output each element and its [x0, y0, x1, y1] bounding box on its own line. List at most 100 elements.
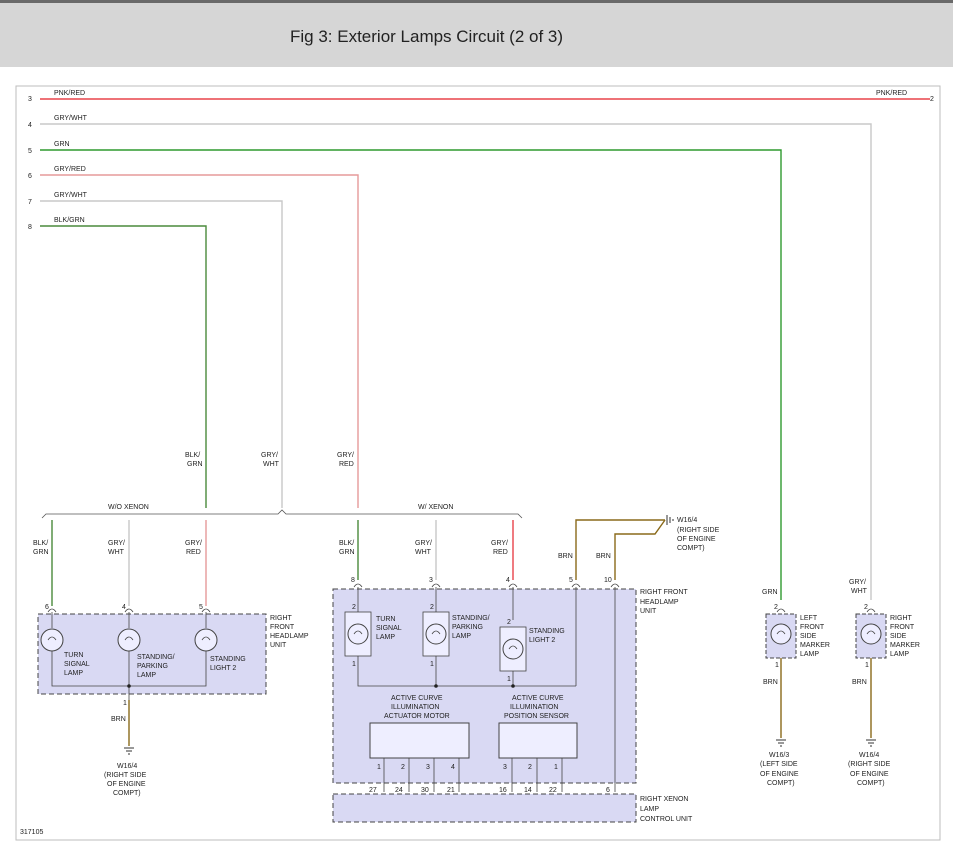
svg-text:(RIGHT SIDE: (RIGHT SIDE: [677, 527, 720, 534]
svg-text:(LEFT SIDE: (LEFT SIDE: [760, 761, 798, 768]
svg-text:LAMP: LAMP: [376, 634, 395, 641]
svg-text:MARKER: MARKER: [890, 642, 920, 649]
svg-text:5: 5: [569, 577, 573, 584]
wire-8-label: BLK/GRN: [54, 217, 85, 224]
wire-4-gry-wht: 4 GRY/WHT: [28, 115, 872, 600]
svg-text:LAMP: LAMP: [640, 806, 659, 813]
svg-text:14: 14: [524, 787, 532, 794]
option-split-brace: W/O XENON W/ XENON: [41, 504, 523, 519]
svg-text:TURN: TURN: [376, 616, 395, 623]
center-branch-wires: BLK/ GRN GRY/ WHT GRY/ RED BRN BRN W16/4…: [339, 515, 720, 580]
wire-7-label: GRY/WHT: [54, 192, 88, 199]
svg-text:HEADLAMP: HEADLAMP: [270, 633, 309, 640]
svg-text:4: 4: [451, 764, 455, 771]
svg-text:6: 6: [45, 604, 49, 611]
svg-text:SIDE: SIDE: [800, 633, 817, 640]
wire-7-pin: 7: [28, 199, 32, 206]
svg-text:FRONT: FRONT: [890, 624, 915, 631]
svg-text:STANDING: STANDING: [210, 656, 246, 663]
svg-text:GRN: GRN: [762, 589, 778, 596]
svg-text:FRONT: FRONT: [800, 624, 825, 631]
svg-text:GRY/: GRY/: [108, 540, 125, 547]
svg-text:RED: RED: [186, 549, 201, 556]
svg-text:WHT: WHT: [415, 549, 432, 556]
xenon-control-unit: 27 24 30 21 16 14 22 6 RIGHT XENON LAMP …: [332, 787, 693, 823]
split-label-gry1: GRY/: [261, 452, 278, 459]
circuit-diagram: 3 PNK/RED PNK/RED 2 4 GRY/WHT 5 GRN 6 GR…: [15, 85, 941, 841]
wire-7-gry-wht: 7 GRY/WHT: [28, 192, 283, 508]
wire-8-blk-grn: 8 BLK/GRN: [28, 217, 207, 508]
svg-text:STANDING: STANDING: [529, 628, 565, 635]
svg-text:COMPT): COMPT): [857, 780, 885, 787]
svg-text:GRY/: GRY/: [849, 579, 866, 586]
svg-text:SIGNAL: SIGNAL: [64, 661, 90, 668]
wire-3-pnk-red: 3 PNK/RED PNK/RED 2: [28, 90, 934, 103]
svg-text:2: 2: [401, 764, 405, 771]
svg-text:ILLUMINATION: ILLUMINATION: [510, 704, 559, 711]
left-unit-ground: BRN W16/4 (RIGHT SIDE OF ENGINE COMPT): [104, 700, 147, 797]
split-label-blk: BLK/: [185, 452, 200, 459]
svg-text:ACTIVE CURVE: ACTIVE CURVE: [391, 695, 443, 702]
svg-text:LAMP: LAMP: [890, 651, 909, 658]
svg-text:LAMP: LAMP: [137, 672, 156, 679]
svg-text:3: 3: [429, 577, 433, 584]
svg-text:SIDE: SIDE: [890, 633, 907, 640]
svg-text:1: 1: [507, 676, 511, 683]
svg-text:OF ENGINE: OF ENGINE: [677, 536, 716, 543]
svg-text:8: 8: [351, 577, 355, 584]
left-headlamp-unit: 6 4 5 TURN SIGNAL LAMP STANDING/ PARKING…: [37, 604, 309, 707]
svg-text:1: 1: [352, 661, 356, 668]
wire-6-gry-red: 6 GRY/RED: [28, 166, 359, 508]
wire-2-label: PNK/RED: [876, 90, 907, 97]
svg-text:5: 5: [199, 604, 203, 611]
svg-text:4: 4: [506, 577, 510, 584]
svg-text:COMPT): COMPT): [113, 790, 141, 797]
svg-text:HEADLAMP: HEADLAMP: [640, 599, 679, 606]
svg-text:RIGHT: RIGHT: [270, 615, 293, 622]
svg-text:LAMP: LAMP: [452, 633, 471, 640]
svg-text:GRN: GRN: [33, 549, 49, 556]
wire-5-pin: 5: [28, 148, 32, 155]
split-label-gry2: GRY/: [337, 452, 354, 459]
svg-text:GRY/: GRY/: [415, 540, 432, 547]
svg-text:WHT: WHT: [108, 549, 125, 556]
svg-text:OF ENGINE: OF ENGINE: [107, 781, 146, 788]
svg-text:SIGNAL: SIGNAL: [376, 625, 402, 632]
svg-text:OF ENGINE: OF ENGINE: [850, 771, 889, 778]
svg-text:(RIGHT SIDE: (RIGHT SIDE: [848, 761, 891, 768]
svg-text:GRY/: GRY/: [185, 540, 202, 547]
svg-text:22: 22: [549, 787, 557, 794]
svg-text:ACTUATOR MOTOR: ACTUATOR MOTOR: [384, 713, 450, 720]
svg-text:TURN: TURN: [64, 652, 83, 659]
wire-5-label: GRN: [54, 141, 70, 148]
page-header: Fig 3: Exterior Lamps Circuit (2 of 3): [0, 0, 953, 67]
page-title: Fig 3: Exterior Lamps Circuit (2 of 3): [290, 27, 564, 46]
svg-text:POSITION SENSOR: POSITION SENSOR: [504, 713, 569, 720]
svg-text:1: 1: [430, 661, 434, 668]
svg-text:10: 10: [604, 577, 612, 584]
svg-text:GRN: GRN: [339, 549, 355, 556]
svg-text:2: 2: [352, 604, 356, 611]
svg-text:1: 1: [865, 662, 869, 669]
center-headlamp-unit: 8 3 4 5 10 2 2 2 1 1 1 TURN SIGNAL LAMP …: [332, 577, 688, 792]
svg-text:PARKING: PARKING: [137, 663, 168, 670]
split-label-red: RED: [339, 461, 354, 468]
left-side-marker-lamp: GRN 2 LEFT FRONT SIDE MARKER LAMP 1 BRN …: [760, 589, 830, 787]
svg-text:BRN: BRN: [763, 679, 778, 686]
svg-text:2: 2: [528, 764, 532, 771]
svg-text:6: 6: [606, 787, 610, 794]
svg-text:CONTROL UNIT: CONTROL UNIT: [640, 816, 693, 823]
svg-text:2: 2: [507, 619, 511, 626]
svg-text:2: 2: [864, 604, 868, 611]
svg-text:STANDING/: STANDING/: [137, 654, 175, 661]
svg-text:1: 1: [775, 662, 779, 669]
svg-text:2: 2: [430, 604, 434, 611]
diagram-frame: [15, 85, 941, 841]
svg-text:W16/4: W16/4: [859, 752, 879, 759]
wire-2-pin: 2: [930, 96, 934, 103]
svg-text:W16/4: W16/4: [117, 763, 137, 770]
svg-text:21: 21: [447, 787, 455, 794]
svg-text:UNIT: UNIT: [270, 642, 287, 649]
svg-text:STANDING/: STANDING/: [452, 615, 490, 622]
wire-4-pin: 4: [28, 122, 32, 129]
